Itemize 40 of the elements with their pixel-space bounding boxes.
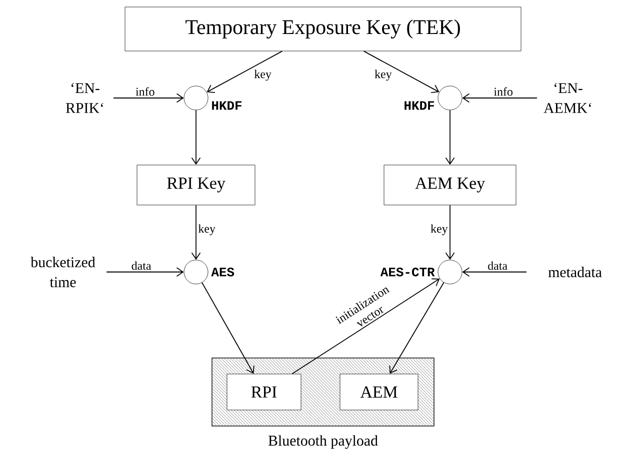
circle-node — [438, 260, 462, 284]
edge-label: data — [488, 261, 508, 270]
input-label: bucketized time — [30, 256, 96, 288]
process-box: RPI — [226, 374, 302, 410]
arrow — [462, 93, 538, 103]
arrow — [389, 282, 444, 374]
edge-label: key — [198, 224, 216, 236]
arrow — [202, 282, 254, 374]
arrow — [462, 267, 527, 277]
process-box: RPI Key — [136, 164, 256, 206]
arrow — [191, 110, 201, 165]
edge-label: data — [132, 261, 152, 270]
input-label: ‘EN-AEMK‘ — [544, 83, 592, 113]
edge-label: key — [374, 70, 392, 81]
arrow — [206, 50, 283, 93]
arrow — [292, 278, 440, 374]
edge-label: info — [494, 87, 512, 96]
edge-label: key — [254, 70, 272, 81]
arrow — [363, 50, 440, 93]
function-label: AES-CTR — [380, 268, 435, 276]
edge-label: info — [136, 87, 154, 96]
arrow — [445, 110, 455, 165]
arrow — [191, 204, 201, 260]
input-label: ‘EN-RPIK‘ — [66, 83, 104, 113]
arrow — [113, 93, 184, 103]
function-label: AES — [211, 268, 234, 276]
input-label: metadata — [548, 266, 602, 278]
process-box: AEM — [340, 374, 418, 410]
arrow — [106, 267, 184, 277]
circle-node — [184, 86, 208, 110]
circle-node — [184, 260, 208, 284]
function-label: HKDF — [212, 101, 242, 110]
hatched-box — [212, 358, 434, 426]
arrow — [445, 204, 455, 260]
process-box: AEM Key — [384, 164, 516, 206]
function-label: HKDF — [404, 101, 434, 110]
edge-label: key — [430, 224, 448, 236]
process-box: Temporary Exposure Key (TEK) — [124, 6, 522, 52]
circle-node — [438, 86, 462, 110]
node-label: Bluetooth payload — [268, 435, 378, 449]
